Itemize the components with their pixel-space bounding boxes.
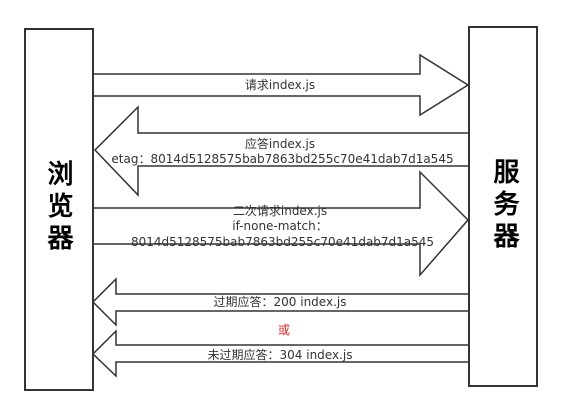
server-label: 服务器 (489, 158, 519, 254)
if-none-match-label: if-none-match： (232, 219, 328, 233)
request-arrow (92, 53, 470, 117)
not-expired-response-label: 未过期应答：304 index.js (207, 348, 353, 362)
if-none-match-value: 8014d5128575bab7863bd255c70e41dab7d1a545 (130, 235, 435, 249)
response-etag-label: etag：8014d5128575bab7863bd255c70e41dab7d… (111, 152, 454, 166)
browser-box (24, 28, 94, 391)
request-label: 请求index.js (244, 78, 316, 92)
browser-label: 浏览器 (43, 160, 73, 256)
or-label: 或 (277, 323, 290, 337)
expired-response-arrow (91, 277, 471, 327)
conditional-request-label-line1: 二次请求index.js (232, 204, 328, 218)
expired-response-label: 过期应答：200 index.js (213, 295, 347, 309)
not-expired-response-arrow (91, 329, 471, 378)
conditional-request-arrow (92, 170, 470, 277)
server-box (468, 26, 538, 387)
response-label-line1: 应答index.js (244, 137, 316, 151)
response-arrow (93, 105, 471, 197)
